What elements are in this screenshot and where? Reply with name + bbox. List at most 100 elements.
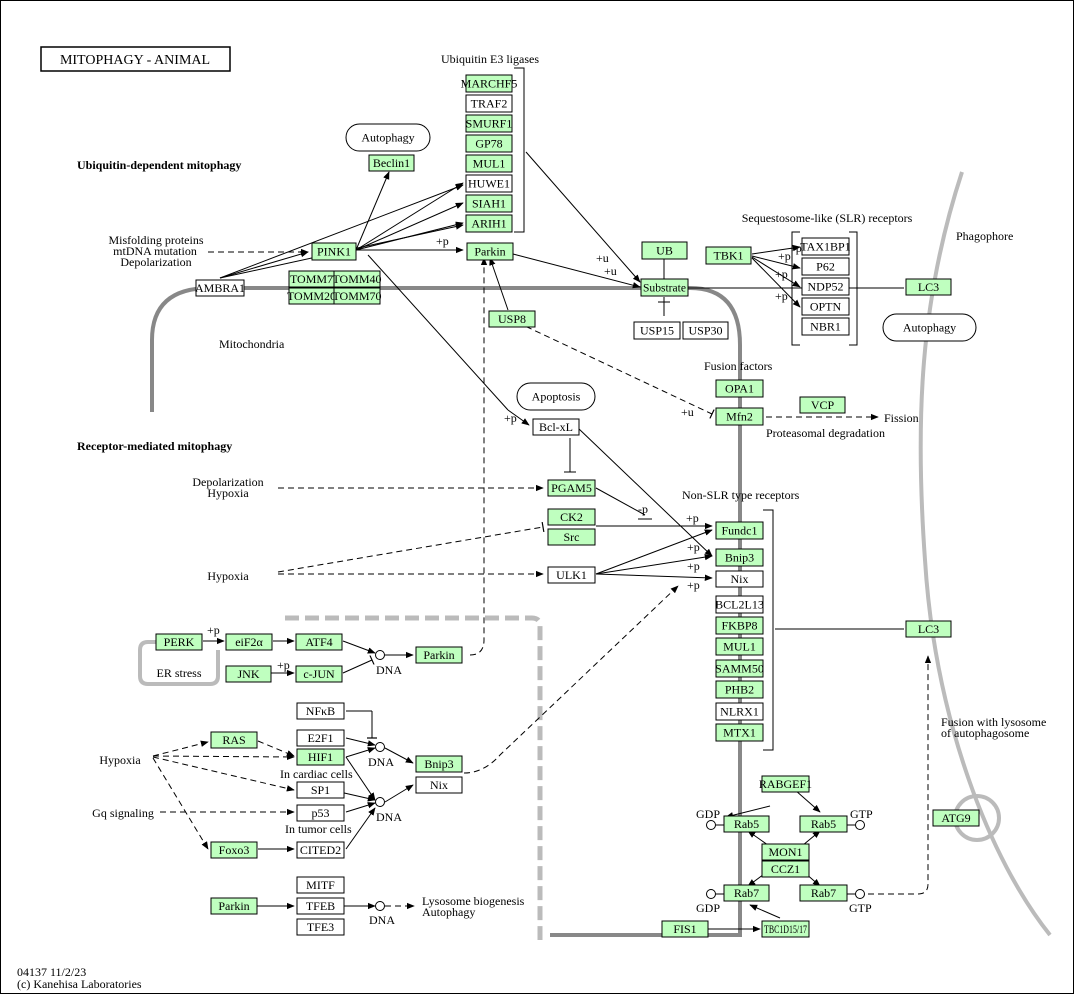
gene-node-usp8[interactable]: USP8 [488, 310, 536, 328]
gene-node-jnk[interactable]: JNK [225, 665, 272, 683]
gene-node-beclin1[interactable]: Beclin1 [368, 154, 415, 172]
gene-node-ulk1[interactable]: ULK1 [547, 566, 596, 584]
gene-node-mtx1[interactable]: MTX1 [715, 723, 764, 742]
nonslr-receptor-bracket [763, 509, 774, 751]
modification-mark: +p [778, 249, 791, 263]
svg-text:OPTN: OPTN [810, 300, 842, 314]
gene-node-tbc1d15-17[interactable]: TBC1D15/17 [761, 920, 810, 938]
gene-node-nix[interactable]: Nix [715, 570, 764, 588]
gene-node-nix[interactable]: Nix [415, 776, 463, 794]
gene-node-gp78[interactable]: GP78 [465, 134, 513, 153]
gene-node-parkin[interactable]: Parkin [466, 242, 514, 261]
gene-node-e2f1[interactable]: E2F1 [296, 729, 345, 747]
gene-node-usp30[interactable]: USP30 [682, 321, 729, 340]
svg-text:PINK1: PINK1 [317, 245, 351, 259]
gene-node-tomm70[interactable]: TOMM70 [332, 287, 382, 305]
gene-node-phb2[interactable]: PHB2 [715, 680, 764, 699]
gene-node-tomm20[interactable]: TOMM20 [287, 287, 336, 305]
gene-node-perk[interactable]: PERK [155, 633, 203, 651]
label-dna: DNA [369, 913, 395, 927]
gene-node-nf-b[interactable]: NFκB [296, 702, 345, 720]
gene-node-marchf5[interactable]: MARCHF5 [461, 74, 518, 93]
gene-node-rab5[interactable]: Rab5 [723, 815, 770, 833]
gene-node-mon1[interactable]: MON1 [761, 843, 810, 861]
svg-text:p53: p53 [312, 806, 330, 820]
gene-node-mfn2[interactable]: Mfn2 [715, 407, 764, 426]
gene-node-samm50[interactable]: SAMM50 [715, 659, 764, 678]
gene-node-tbk1[interactable]: TBK1 [705, 246, 752, 265]
gene-node-p53[interactable]: p53 [296, 804, 345, 822]
svg-text:AMBRA1: AMBRA1 [195, 281, 245, 295]
svg-text:LC3: LC3 [918, 622, 939, 636]
gene-node-tfe3[interactable]: TFE3 [296, 918, 345, 936]
gene-node-rab5[interactable]: Rab5 [799, 815, 848, 833]
svg-text:HIF1: HIF1 [308, 750, 333, 764]
label-gtp: GTP [849, 901, 872, 915]
gene-node-sp1[interactable]: SP1 [296, 781, 345, 799]
gene-node-ras[interactable]: RAS [210, 731, 258, 749]
gene-node-tfeb[interactable]: TFEB [296, 897, 345, 915]
gene-node-c-jun[interactable]: c-JUN [295, 665, 343, 683]
label-depolarization: Depolarization [192, 475, 263, 489]
gene-node-ambra1[interactable]: AMBRA1 [195, 279, 245, 297]
svg-text:MUL1: MUL1 [473, 157, 506, 171]
label-receptor-mediated-mitophagy: Receptor-mediated mitophagy [77, 439, 232, 453]
gene-node-parkin[interactable]: Parkin [210, 897, 258, 915]
gene-node-pink1[interactable]: PINK1 [311, 242, 357, 261]
gene-node-fkbp8[interactable]: FKBP8 [715, 616, 764, 635]
gene-node-src[interactable]: Src [547, 528, 596, 546]
gene-node-lc3[interactable]: LC3 [905, 278, 952, 296]
gene-node-rab7[interactable]: Rab7 [723, 884, 770, 902]
gene-node-opa1[interactable]: OPA1 [715, 379, 764, 398]
modification-mark: +u [604, 264, 617, 278]
gene-node-substrate[interactable]: Substrate [640, 278, 689, 297]
gene-node-rab7[interactable]: Rab7 [799, 884, 848, 902]
gene-node-lc3[interactable]: LC3 [905, 620, 952, 638]
gene-node-ccz1[interactable]: CCZ1 [761, 860, 810, 878]
gene-node-hif1[interactable]: HIF1 [296, 748, 345, 766]
gene-node-huwe1[interactable]: HUWE1 [465, 174, 513, 193]
gene-node-arih1[interactable]: ARIH1 [465, 214, 513, 233]
svg-text:PGAM5: PGAM5 [551, 481, 592, 495]
gene-node-foxo3[interactable]: Foxo3 [210, 841, 258, 859]
gene-node-nbr1[interactable]: NBR1 [801, 317, 850, 336]
gene-node-mitf[interactable]: MITF [296, 876, 345, 894]
gene-node-ndp52[interactable]: NDP52 [801, 277, 850, 296]
map-link-autophagy[interactable]: Autophagy [882, 313, 977, 342]
gene-node-tomm7[interactable]: TOMM7 [288, 270, 335, 288]
gene-node-bcl2l13[interactable]: BCL2L13 [715, 595, 764, 614]
svg-text:CK2: CK2 [560, 510, 583, 524]
gene-node-usp15[interactable]: USP15 [633, 321, 681, 340]
gene-node-atg9[interactable]: ATG9 [932, 809, 980, 827]
gene-node-atf4[interactable]: ATF4 [295, 633, 343, 651]
gene-node-ck2[interactable]: CK2 [547, 508, 596, 526]
gene-node-fundc1[interactable]: Fundc1 [715, 521, 764, 540]
gene-node-mul1[interactable]: MUL1 [465, 154, 513, 173]
gene-node-traf2[interactable]: TRAF2 [465, 94, 513, 113]
gene-node-mul1[interactable]: MUL1 [715, 637, 764, 656]
gene-node-vcp[interactable]: VCP [799, 396, 846, 414]
gene-node-bcl-xl[interactable]: Bcl-xL [532, 418, 580, 436]
gene-node-tomm40[interactable]: TOMM40 [332, 270, 382, 288]
gene-node-siah1[interactable]: SIAH1 [465, 194, 513, 213]
gene-node-parkin[interactable]: Parkin [415, 646, 463, 664]
gene-node-eif2[interactable]: eiF2α [225, 633, 273, 651]
gene-node-cited2[interactable]: CITED2 [296, 841, 345, 859]
map-link-apoptosis[interactable]: Apoptosis [516, 382, 596, 411]
gene-node-p62[interactable]: P62 [801, 257, 850, 276]
gene-node-smurf1[interactable]: SMURF1 [465, 114, 513, 133]
svg-text:RABGEF1: RABGEF1 [759, 777, 812, 791]
gene-node-optn[interactable]: OPTN [801, 297, 850, 316]
svg-text:SP1: SP1 [311, 783, 330, 797]
svg-text:TBK1: TBK1 [714, 249, 744, 263]
gene-node-nlrx1[interactable]: NLRX1 [715, 702, 764, 721]
svg-text:TRAF2: TRAF2 [471, 97, 508, 111]
gene-node-fis1[interactable]: FIS1 [661, 920, 709, 938]
gene-node-tax1bp1[interactable]: TAX1BP1 [800, 237, 851, 256]
map-link-autophagy[interactable]: Autophagy [345, 123, 431, 152]
gene-node-rabgef1[interactable]: RABGEF1 [759, 775, 812, 793]
gene-node-pgam5[interactable]: PGAM5 [547, 479, 596, 497]
gene-node-ub[interactable]: UB [641, 241, 688, 260]
gene-node-bnip3[interactable]: Bnip3 [715, 548, 764, 567]
gene-node-bnip3[interactable]: Bnip3 [415, 755, 463, 773]
